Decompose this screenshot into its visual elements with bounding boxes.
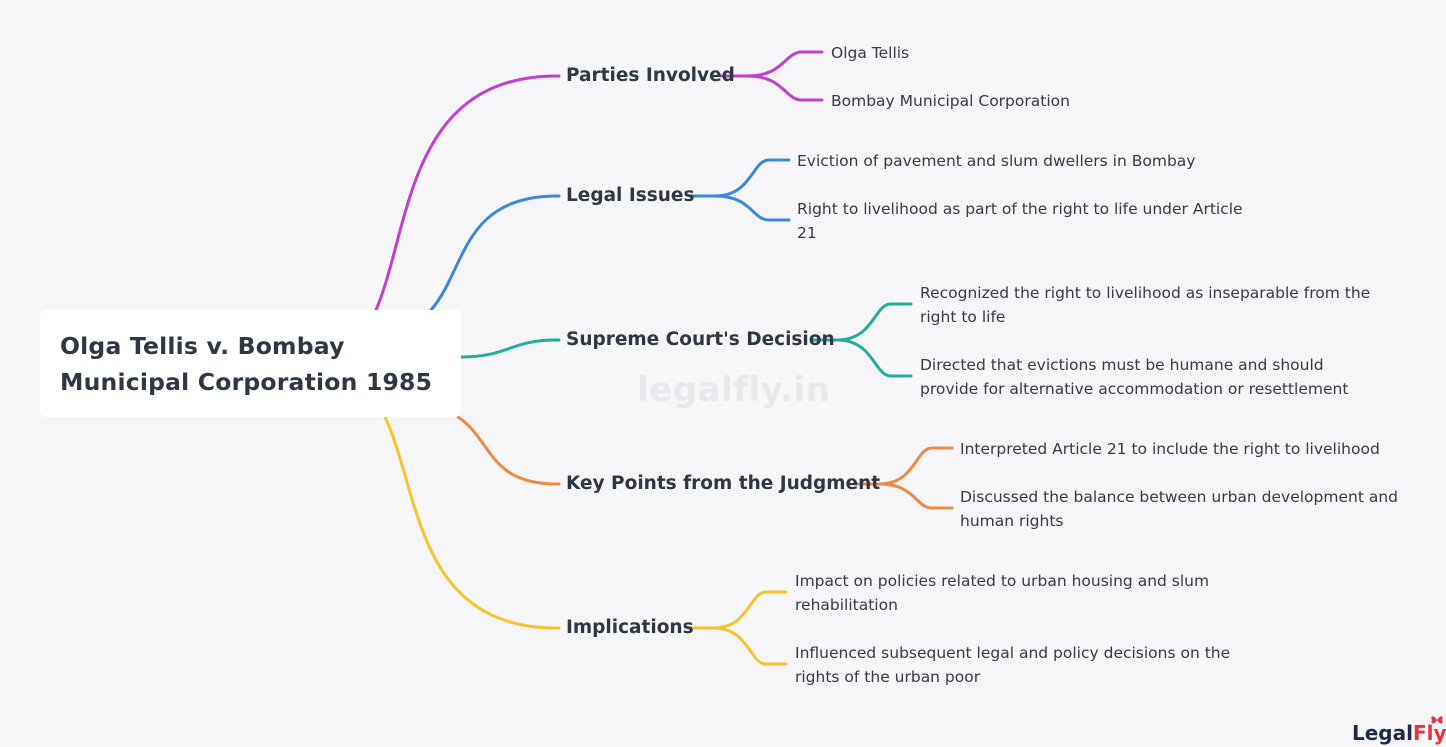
- root-node[interactable]: Olga Tellis v. Bombay Municipal Corporat…: [40, 310, 461, 417]
- logo-text-legal: Legal: [1352, 721, 1413, 745]
- watermark: legalfly.in: [637, 370, 831, 410]
- branch-label-key-points[interactable]: Key Points from the Judgment: [566, 473, 881, 494]
- root-title: Olga Tellis v. Bombay Municipal Corporat…: [60, 331, 433, 396]
- leaf-right-to-livelihood-issue[interactable]: Right to livelihood as part of the right…: [797, 200, 1243, 242]
- leaf-recognized-right[interactable]: Recognized the right to livelihood as in…: [920, 284, 1371, 326]
- connector-branch-1-leaf-0: [713, 158, 791, 198]
- branch-label-supreme-courts-decision[interactable]: Supreme Court's Decision: [566, 329, 835, 350]
- connector-branch-4-leaf-1: [711, 626, 788, 666]
- connector-branch-3-leaf-1: [877, 482, 954, 510]
- leaf-directed-humane-evictions[interactable]: Directed that evictions must be humane a…: [920, 356, 1349, 398]
- connector-branch-2-leaf-1: [835, 338, 913, 378]
- connector-root-to-branch-1: [429, 194, 559, 312]
- logo-text-fly: Fly: [1412, 721, 1446, 745]
- branch-label-implications[interactable]: Implications: [566, 617, 694, 638]
- branch-label-legal-issues[interactable]: Legal Issues: [566, 185, 695, 206]
- leaf-interpreted-article-21[interactable]: Interpreted Article 21 to include the ri…: [960, 440, 1380, 458]
- leaf-bombay-municipal-corporation[interactable]: Bombay Municipal Corporation: [831, 92, 1070, 110]
- connector-branch-4-leaf-0: [711, 590, 788, 630]
- connector-branch-0-leaf-1: [745, 74, 824, 102]
- connector-branch-0-leaf-0: [745, 50, 824, 78]
- connector-root-to-branch-3: [456, 415, 559, 486]
- branch-label-parties-involved[interactable]: Parties Involved: [566, 65, 735, 86]
- connector-root-to-branch-0: [374, 74, 559, 312]
- connector-root-to-branch-2: [459, 338, 559, 359]
- connector-branch-1-leaf-1: [713, 194, 791, 222]
- connector-branch-3-leaf-0: [877, 446, 954, 486]
- leaf-discussed-balance[interactable]: Discussed the balance between urban deve…: [960, 488, 1399, 530]
- leaf-influenced-decisions[interactable]: Influenced subsequent legal and policy d…: [795, 644, 1231, 686]
- butterfly-icon: [1431, 716, 1443, 724]
- leaf-olga-tellis[interactable]: Olga Tellis: [831, 44, 910, 62]
- connector-root-to-branch-4: [383, 415, 559, 630]
- legalfly-logo: LegalFly: [1352, 720, 1446, 746]
- leaf-impact-on-policies[interactable]: Impact on policies related to urban hous…: [795, 572, 1210, 614]
- connector-branch-2-leaf-0: [835, 302, 913, 342]
- leaf-eviction-of-dwellers[interactable]: Eviction of pavement and slum dwellers i…: [797, 152, 1196, 170]
